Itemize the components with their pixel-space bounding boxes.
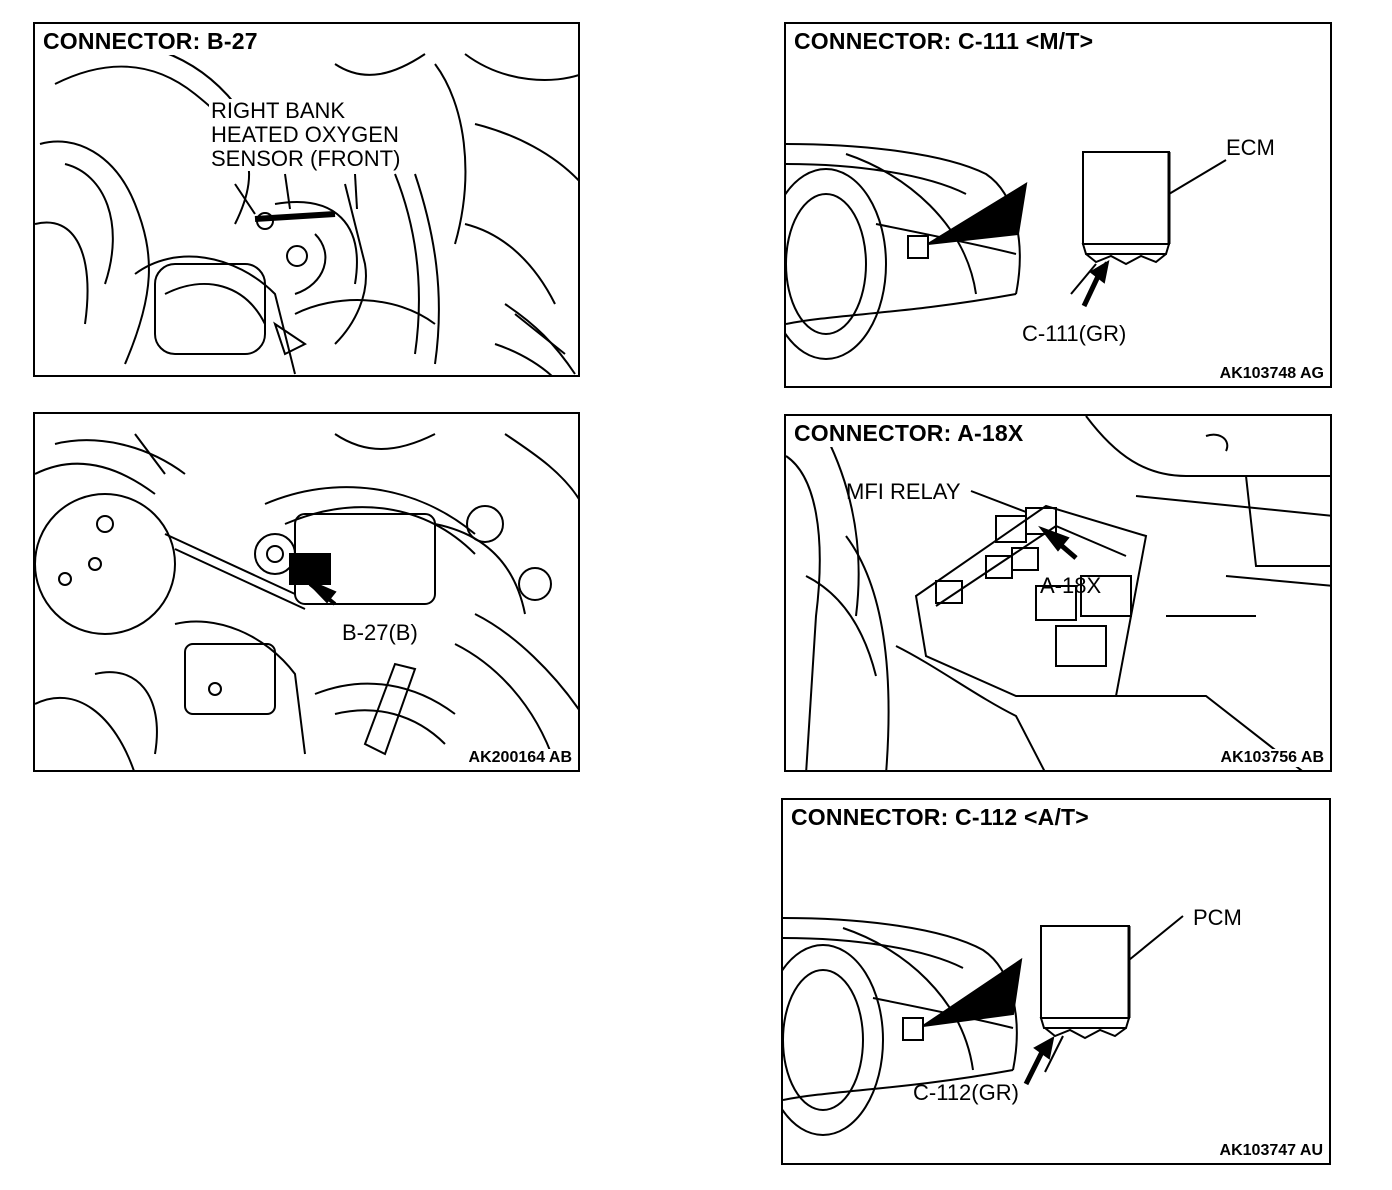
illustration-code: AK103747 AU xyxy=(1215,1142,1323,1160)
panel-title: CONNECTOR: A-18X xyxy=(794,420,1028,447)
engine-overview-illustration xyxy=(35,433,578,770)
mfi-relay-label: MFI RELAY xyxy=(846,479,961,504)
panel-title: CONNECTOR: B-27 xyxy=(43,28,262,55)
relay-box-illustration xyxy=(786,416,1330,770)
illustration-code: AK103756 AB xyxy=(1216,749,1324,767)
connector-b27-label: B-27(B) xyxy=(340,620,420,645)
illustration-code: AK200164 AB xyxy=(464,749,572,767)
panel-c111: CONNECTOR: C-111 <M/T> ECM C-111(GR) AK1… xyxy=(784,22,1332,388)
connector-c111-label: C-111(GR) xyxy=(1022,321,1127,346)
panel-a18x: CONNECTOR: A-18X MFI RELAY A-18X AK10375… xyxy=(784,414,1332,772)
dashboard-ecm-illustration xyxy=(786,143,1227,360)
illustration-code: AK103748 AG xyxy=(1215,365,1324,383)
ecm-label: ECM xyxy=(1226,135,1275,160)
dashboard-pcm-illustration xyxy=(783,915,1184,1136)
pcm-label: PCM xyxy=(1193,905,1242,930)
panel-c112: CONNECTOR: C-112 <A/T> PCM C-112(GR) AK1… xyxy=(781,798,1331,1165)
panel-b27-bottom: B-27(B) AK200164 AB xyxy=(33,412,580,772)
panel-title: CONNECTOR: C-111 <M/T> xyxy=(794,28,1098,55)
panel-b27-top: CONNECTOR: B-27 RIGHT BANK HEATED OXYGEN… xyxy=(33,22,580,377)
panel-title: CONNECTOR: C-112 <A/T> xyxy=(791,804,1093,831)
sensor-label-line-2: HEATED OXYGEN xyxy=(209,122,401,147)
sensor-label-line-3: SENSOR (FRONT) xyxy=(209,146,403,171)
connector-a18x-label: A-18X xyxy=(1040,573,1102,598)
sensor-label-line-1: RIGHT BANK xyxy=(209,98,348,123)
engine-bay-illustration xyxy=(35,40,578,375)
connector-c112-label: C-112(GR) xyxy=(913,1080,1019,1105)
